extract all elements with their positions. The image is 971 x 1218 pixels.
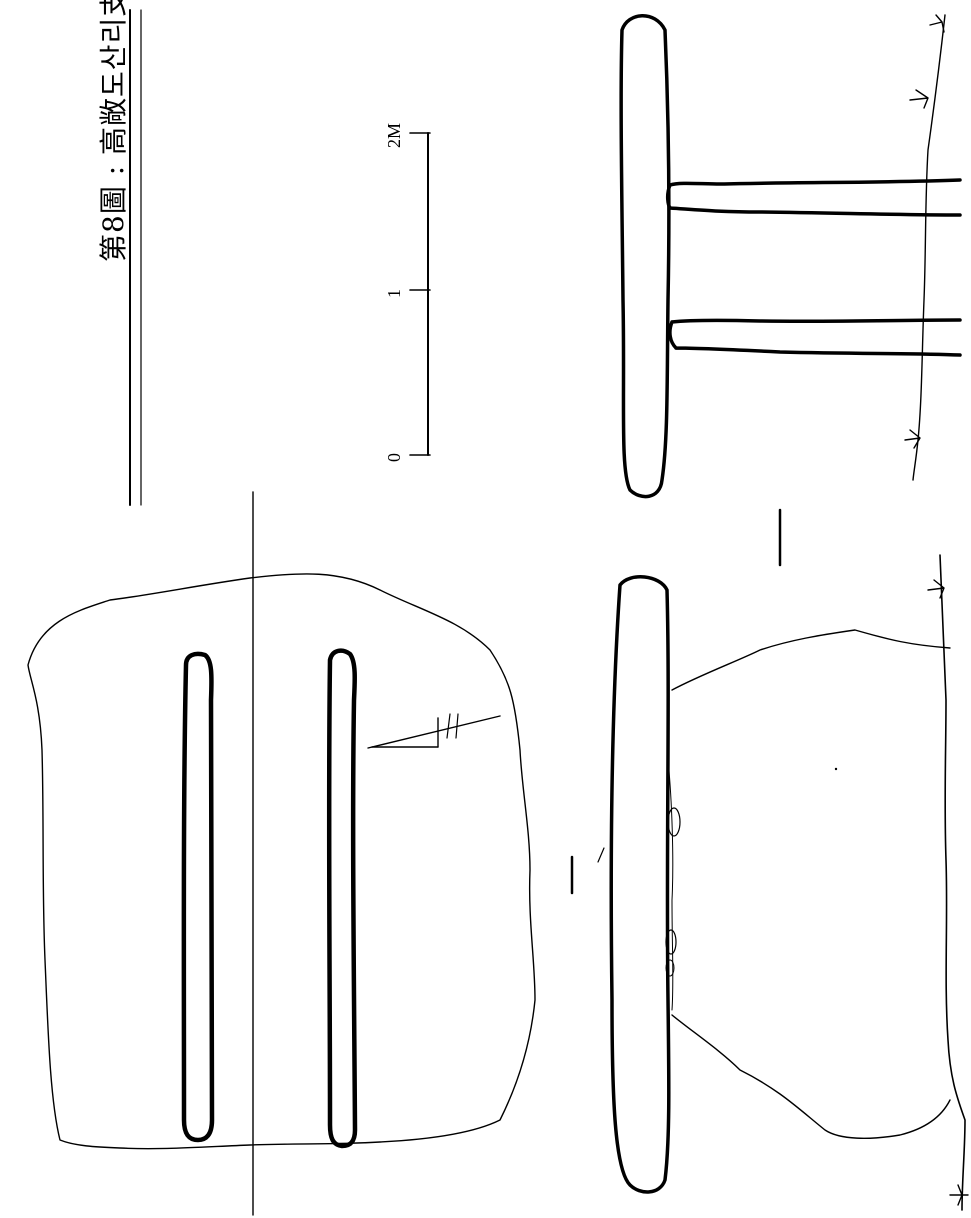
section-tick <box>597 847 605 863</box>
section-ground-line <box>939 554 966 1211</box>
section-small-stones <box>665 759 838 1011</box>
elevation-support-upper <box>665 178 962 217</box>
elevation-ground-markers <box>904 14 945 449</box>
scale-label-1: 1 <box>384 289 404 298</box>
plan-capstone-outline <box>27 573 536 1150</box>
section-capstone <box>609 575 671 1194</box>
scale-label-2m: 2M <box>384 122 404 148</box>
elevation-capstone <box>619 14 671 499</box>
elevation-support-lower <box>668 318 962 357</box>
orientation-mark <box>367 713 501 749</box>
section-profile-outline <box>671 629 951 1139</box>
elevation-ground-line <box>912 14 946 481</box>
scale-bar <box>409 132 431 456</box>
scale-label-0: 0 <box>384 453 404 462</box>
figure-title: 第8圖 : 高敞도산리支石墓實測圖 <box>97 0 130 262</box>
plan-support-stone-left <box>181 651 215 1143</box>
section-ground-markers <box>927 579 969 1206</box>
plan-support-stone-right <box>326 648 358 1149</box>
title-underline <box>129 9 142 506</box>
